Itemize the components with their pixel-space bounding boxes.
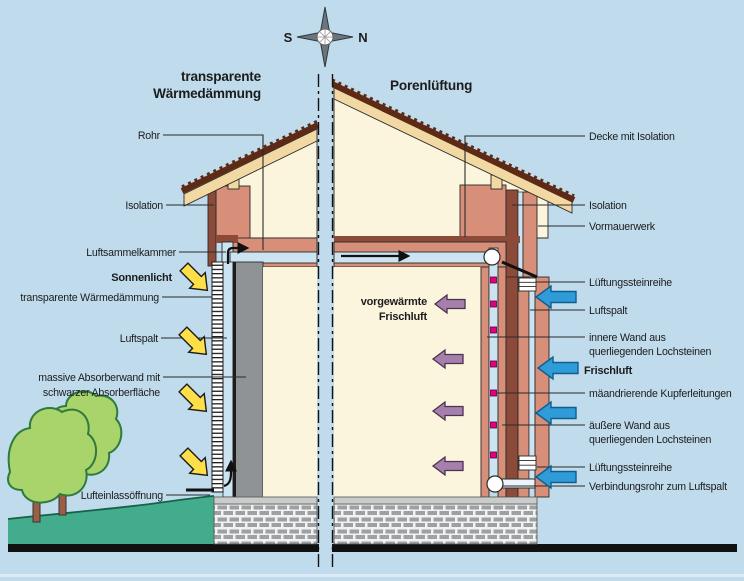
label-kupferleitungen: mäandrierende Kupferleitungen: [589, 388, 732, 400]
ventilation-stone-row-bottom: [518, 455, 537, 471]
label-innere-wand-line1: innere Wand aus: [589, 332, 666, 344]
label-aeussere-wand-line2: querliegenden Lochsteinen: [589, 434, 712, 446]
label-isolation-right: Isolation: [589, 200, 627, 212]
airflow-arrows: [223, 241, 411, 488]
title-left-line1: transparente: [181, 69, 262, 84]
sunlight-arrow: [179, 447, 209, 477]
inner-perforated-brick-wall: [480, 266, 490, 498]
label-luftspalt-right: Luftspalt: [589, 305, 628, 317]
sunlight-arrow: [178, 326, 208, 356]
air-duct-left: [229, 251, 318, 264]
label-innere-wand-line2: querliegenden Lochsteinen: [589, 346, 712, 358]
foundation: [213, 496, 538, 545]
house-right-half: [330, 78, 576, 498]
label-vorgewaermte-frischluft: Frischluft: [379, 311, 428, 323]
title-right: Porenlüftung: [390, 78, 472, 93]
preheated-air-arrow: [431, 455, 464, 477]
sunlight-arrows: [178, 262, 209, 477]
label-absorberwand-line2: schwarzer Absorberfläche: [43, 387, 160, 399]
outer-layer-left: [207, 189, 217, 267]
air-gap-right: [528, 276, 536, 481]
duct-cap: [216, 235, 238, 243]
section-lines: [317, 74, 334, 570]
duct-junction-bottom: [486, 475, 504, 493]
vormauerwerk-lower: [534, 276, 550, 498]
label-sonnenlicht: Sonnenlicht: [111, 272, 172, 284]
label-decke-mit-isolation: Decke mit Isolation: [589, 131, 675, 143]
label-lueftungssteinreihe-top: Lüftungssteinreihe: [589, 277, 672, 289]
label-luftspalt-left: Luftspalt: [120, 333, 159, 345]
air-duct-right: [333, 251, 487, 264]
preheated-air-arrows: [431, 293, 466, 477]
label-lufteinlassoeffnung: Lufteinlassöffnung: [81, 490, 164, 502]
wall-isolation-right: [459, 184, 507, 239]
label-luftsammelkammer: Luftsammelkammer: [86, 247, 176, 259]
preheated-air-arrow: [431, 348, 464, 370]
wall-isolation-left: [215, 185, 251, 241]
pointer-lines: [161, 134, 585, 496]
ceiling-top-layer: [334, 236, 520, 243]
section-gap: [319, 80, 332, 570]
airflow-arrow-chamber: [226, 241, 250, 264]
bottom-edge-strip: [0, 574, 744, 577]
label-absorberwand-line1: massive Absorberwand mit: [38, 372, 160, 384]
absorber-wall: [232, 261, 264, 505]
compass-north-label: N: [358, 30, 367, 45]
fresh-air-arrow: [534, 464, 577, 490]
outer-perforated-brick-wall: [497, 266, 507, 498]
label-isolation-left: Isolation: [125, 200, 163, 212]
fresh-air-arrow: [536, 355, 579, 381]
preheated-air-arrow: [433, 293, 466, 315]
fresh-air-arrows: [534, 284, 579, 490]
fresh-air-arrow: [534, 284, 577, 310]
title-left-line2: Wärmedämmung: [153, 86, 261, 101]
trees: [7, 390, 123, 523]
ground-line: [8, 544, 737, 552]
label-transparente-waermedaemmung: transparente Wärmedämmung: [20, 292, 159, 304]
label-lueftungssteinreihe-bottom: Lüftungssteinreihe: [589, 462, 672, 474]
roof-tile-bumps-right: [331, 78, 575, 198]
room-interior-left: [263, 267, 317, 497]
label-vorgewaermte: vorgewärmte: [361, 296, 427, 308]
grass: [7, 495, 215, 544]
label-rohr: Rohr: [138, 130, 161, 142]
compass-south-label: S: [284, 30, 293, 45]
air-gap-cover: [501, 260, 538, 279]
black-absorber-surface: [233, 262, 236, 504]
insulation-layer-lower: [505, 276, 519, 498]
sunlight-arrow: [179, 262, 209, 292]
copper-pipes: [490, 276, 497, 459]
duct-junction-top: [483, 248, 501, 266]
airflow-arrow-inlet: [223, 459, 238, 488]
ventilation-stone-row-top: [518, 277, 537, 292]
sunlight-arrow: [178, 383, 208, 413]
compass: S N: [284, 6, 368, 68]
roof-left: [183, 128, 318, 207]
label-aeussere-wand-line1: äußere Wand aus: [589, 420, 670, 432]
roof-tiles-left: [180, 122, 320, 194]
label-verbindungsrohr: Verbindungsrohr zum Luftspalt: [589, 481, 727, 493]
tree-canopy: [7, 407, 97, 504]
label-vormauerwerk: Vormauerwerk: [589, 221, 656, 233]
preheated-air-arrow: [431, 400, 464, 422]
label-frischluft: Frischluft: [584, 365, 633, 377]
fresh-air-arrow: [534, 400, 577, 426]
roof-tiles-right: [330, 81, 576, 203]
air-gap-left: [222, 261, 234, 498]
